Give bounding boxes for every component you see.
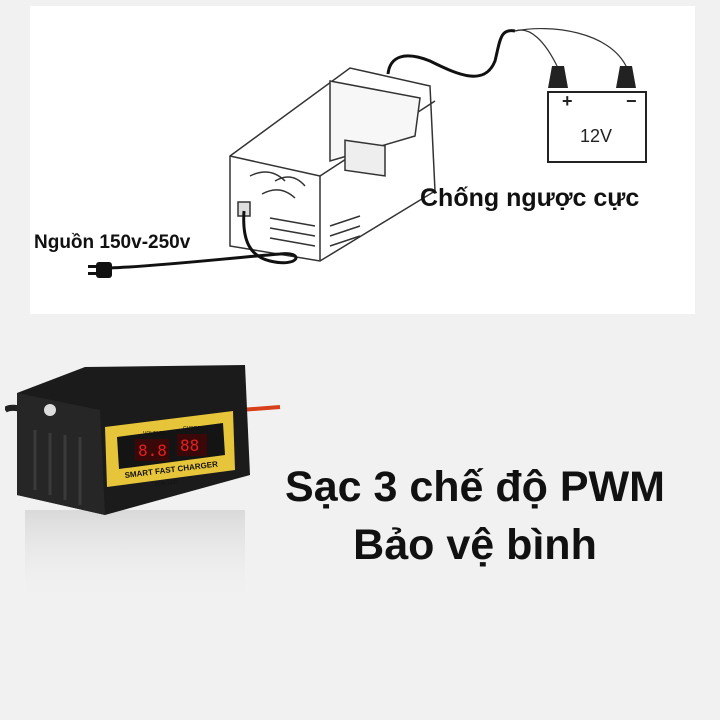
negative-clamp-icon [616, 66, 636, 88]
voltage-display [135, 439, 169, 461]
positive-lead [514, 29, 559, 69]
charger-reflection [25, 510, 245, 605]
charger-line-drawing [229, 67, 436, 262]
battery-plus-label: + [562, 91, 573, 111]
power-source-label: Nguồn 150v-250v [34, 232, 191, 253]
reverse-polarity-label: Chống ngược cực [420, 184, 640, 212]
positive-clamp-icon [548, 66, 568, 88]
feature-pwm-charging: Sạc 3 chế độ PWM [285, 463, 665, 511]
charger-product-photo: VOLTAGE CURRENT 8.8 88 SMART FAST CHARGE… [5, 365, 281, 605]
output-cable [386, 29, 516, 78]
voltage-label: VOLTAGE [143, 431, 167, 437]
feature-text: Sạc 3 chế độ PWM Bảo vệ bình [255, 458, 695, 574]
power-port-icon [44, 404, 56, 416]
svg-text:88: 88 [180, 436, 199, 455]
input-cable [109, 210, 298, 270]
battery-minus-label: − [626, 91, 637, 111]
battery-voltage-label: 12V [580, 126, 612, 146]
current-display [177, 434, 207, 456]
wiring-diagram: + − 12V [88, 28, 647, 278]
battery-12v: + − 12V [547, 91, 647, 163]
feature-battery-protection: Bảo vệ bình [353, 521, 597, 569]
svg-text:8.8: 8.8 [138, 441, 167, 460]
wiring-diagram-panel: + − 12V Nguồ [30, 6, 695, 314]
negative-lead [514, 28, 628, 69]
current-label: CURRENT [183, 426, 207, 432]
charger-model-text: FON-1203 [155, 479, 179, 488]
power-plug-icon [88, 262, 112, 278]
